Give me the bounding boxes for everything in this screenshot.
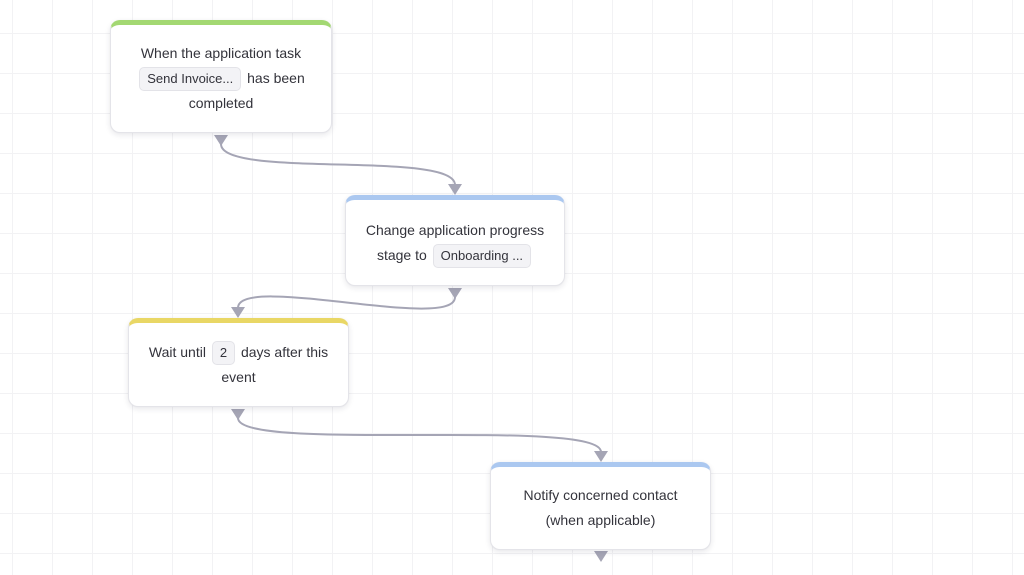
- node-content: When the application task Send Invoice..…: [111, 35, 331, 122]
- edge-wait-to-notify-arrowhead: [594, 451, 608, 462]
- node-text: days after this event: [221, 343, 329, 385]
- node-text: Notify concerned contact (when applicabl…: [523, 487, 678, 528]
- node-content: Notify concerned contact (when applicabl…: [491, 477, 710, 539]
- node-text: Change application progress stage to: [365, 221, 545, 263]
- workflow-node-wait-days-after-event[interactable]: Wait until 2 days after this event: [128, 318, 349, 407]
- edge-change-stage-to-wait-arrowhead: [231, 307, 245, 318]
- node-content: Wait until 2 days after this event: [129, 334, 348, 396]
- node-text: Wait until: [148, 343, 206, 360]
- node-text: When the application task: [140, 45, 302, 61]
- node-value-chip[interactable]: Onboarding ...: [432, 243, 532, 268]
- edge-trigger-to-change-stage-path: [220, 143, 456, 186]
- workflow-node-action-change-progress-stage[interactable]: Change application progress stage to Onb…: [345, 195, 565, 286]
- workflow-node-action-notify-concerned-contact[interactable]: Notify concerned contact (when applicabl…: [490, 462, 711, 550]
- edge-trigger-to-change-stage-source-arrowhead: [214, 135, 228, 146]
- edge-change-stage-to-wait-path: [237, 295, 456, 310]
- edge-notify-continuation-source-arrowhead: [594, 551, 608, 562]
- node-value-chip[interactable]: Send Invoice...: [139, 67, 242, 91]
- node-content: Change application progress stage to Onb…: [346, 212, 564, 274]
- node-value-chip[interactable]: 2: [211, 340, 236, 365]
- edge-wait-to-notify-source-arrowhead: [231, 409, 245, 420]
- edge-wait-to-notify-path: [237, 417, 602, 453]
- edge-change-stage-to-wait-source-arrowhead: [448, 288, 462, 299]
- edge-trigger-to-change-stage-arrowhead: [448, 184, 462, 195]
- node-text: has been completed: [188, 70, 305, 111]
- workflow-node-trigger-application-task-completed[interactable]: When the application task Send Invoice..…: [110, 20, 332, 133]
